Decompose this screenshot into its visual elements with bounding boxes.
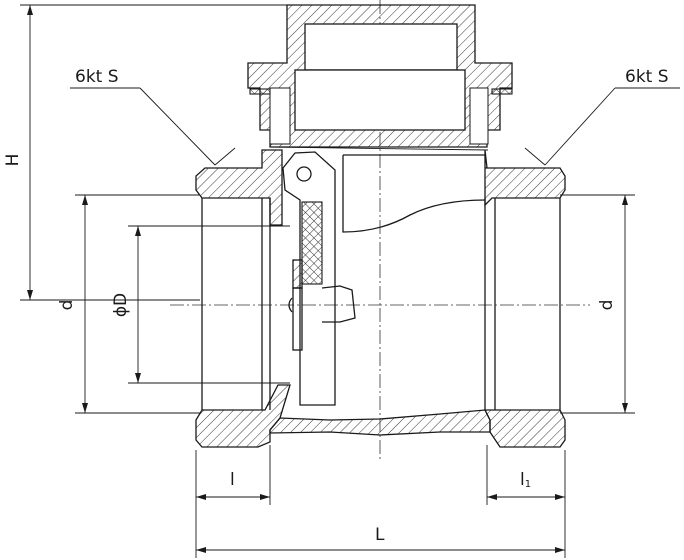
hex-leaders: [70, 87, 680, 166]
bonnet-cap: [247, 4, 513, 151]
check-disc: [282, 151, 356, 406]
thread-length-label-right: l1: [520, 470, 531, 490]
thread-length-label-left: l: [230, 470, 235, 490]
thread-diameter-label-right: d: [597, 300, 617, 311]
thread-diameter-label-left: d: [57, 300, 77, 311]
bore-diameter-label: ϕD: [111, 293, 131, 317]
hex-size-label-right: 6kt S: [625, 67, 669, 87]
height-label: H: [3, 154, 23, 167]
hinge-pin: [296, 166, 312, 182]
hex-size-label-left: 6kt S: [75, 67, 119, 87]
dimension-lines: [20, 4, 635, 558]
valve-body: [195, 149, 566, 448]
total-length-label: L: [375, 525, 385, 545]
